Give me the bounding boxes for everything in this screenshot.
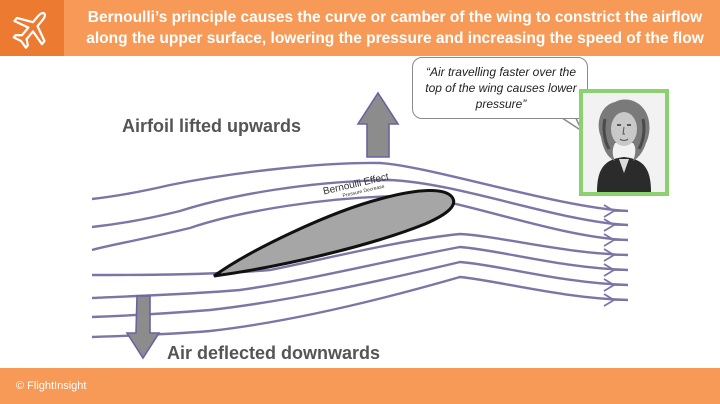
- streamline: [91, 260, 629, 319]
- streamline: [91, 161, 629, 213]
- logo: [0, 0, 64, 56]
- slide-title: Bernoulli’s principle causes the curve o…: [86, 9, 704, 47]
- footer-bar: © FlightInsight: [0, 368, 720, 404]
- downwash-label: Air deflected downwards: [167, 343, 381, 363]
- quote-bubble: “Air travelling faster over the top of t…: [412, 57, 588, 119]
- lift-arrow: [356, 91, 400, 158]
- airfoil-diagram: Bernoulli Effect Pressure Decrease: [91, 91, 629, 360]
- streamline: [91, 245, 629, 300]
- streamline: [91, 275, 629, 339]
- copyright-text: © FlightInsight: [16, 380, 87, 392]
- streamline: [91, 178, 629, 229]
- downwash-arrow: [125, 295, 161, 360]
- streamline: [91, 232, 629, 277]
- bernoulli-portrait: [579, 89, 669, 196]
- portrait-image: [583, 93, 665, 192]
- streamline: [91, 194, 629, 252]
- lift-label: Airfoil lifted upwards: [122, 116, 302, 136]
- quote-text: “Air travelling faster over the top of t…: [425, 65, 577, 111]
- airfoil: [213, 189, 456, 278]
- header-bar: Bernoulli’s principle causes the curve o…: [0, 0, 720, 56]
- airplane-icon: [12, 11, 47, 49]
